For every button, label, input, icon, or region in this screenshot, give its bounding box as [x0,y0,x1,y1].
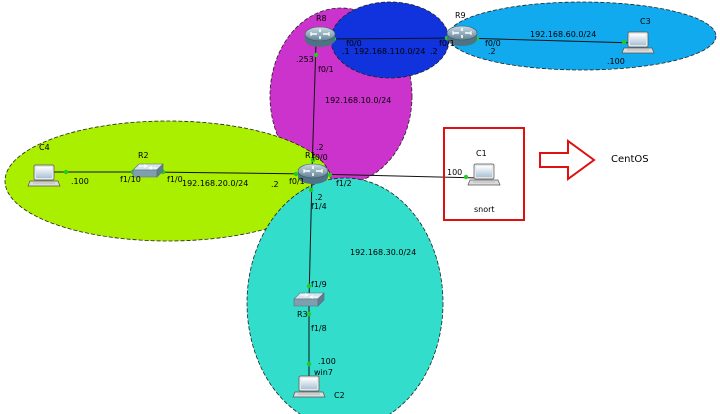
iface-r3-f1-8: f1/8 [311,324,327,333]
network-label-30: 192.168.30.0/24 [350,248,416,257]
iface-r1-f1-4: f1/4 [311,202,327,211]
iface-c2-100: .100 [318,357,336,366]
pc-icon [467,163,501,186]
iface-c3-100: .100 [607,57,625,66]
pc-c1[interactable] [467,163,501,186]
link-r2-r1 [147,171,313,175]
snort-highlight-box [443,127,525,221]
c3-name: C3 [640,17,651,26]
iface-c1-100: 100 [447,168,462,177]
link-r1-r3 [308,175,313,301]
iface-r8-f0-1: f0/1 [318,65,334,74]
iface-r8-1: .1 [342,47,350,56]
r8-name: R8 [316,14,327,23]
network-areas [4,1,717,414]
iface-r8-f0-0: f0/0 [346,39,362,48]
router-r8[interactable] [304,26,336,48]
iface-r9-f0-0: f0/0 [485,39,501,48]
iface-r1-f0-1: f0/1 [289,177,305,186]
c4-name: C4 [39,143,50,152]
links [50,37,637,380]
link-r1-c1 [311,173,481,179]
iface-r1-f1-2: f1/2 [336,179,352,188]
iface-r1-2-bot: .2 [315,193,323,202]
c2-sublabel: win7 [314,368,333,377]
area-192-168-30 [246,177,444,414]
iface-r9-f0-1: f0/1 [439,39,455,48]
callout-label: CentOS [611,154,649,165]
iface-r9-2b: .2 [488,47,496,56]
iface-r1-2-top: .2 [316,143,324,152]
router-icon [304,26,336,48]
iface-r1-f0-0: f0/0 [312,153,328,162]
switch-r3[interactable] [293,292,325,307]
r1-name: R1 [305,151,316,160]
c1-sublabel: snort [474,205,495,214]
network-label-110: 192.168.110.0/24 [354,47,425,56]
interface-labels: .253 f0/1 f0/0 .1 f0/1 .2 f0/0 .2 .100 .… [71,39,625,366]
iface-r9-2a: .2 [430,47,438,56]
r9-name: R9 [455,11,466,20]
iface-r1-2-left: .2 [271,180,279,189]
r3-name: R3 [297,310,308,319]
network-label-10: 192.168.10.0/24 [325,96,391,105]
iface-r3-f1-9: f1/9 [311,280,327,289]
link-r9-c3 [460,37,637,44]
c1-name: C1 [476,149,487,158]
network-label-60: 192.168.60.0/24 [530,30,596,39]
switch-icon [293,292,325,307]
iface-r2-f1-10: f1/10 [120,175,141,184]
iface-c4-100: .100 [71,177,89,186]
link-r8-r1 [311,41,317,173]
link-r8-r9 [320,37,462,40]
iface-r2-f1-0: f1/0 [167,175,183,184]
r2-name: R2 [138,151,149,160]
iface-r8-253: .253 [296,55,314,64]
network-labels: 192.168.110.0/24 192.168.60.0/24 192.168… [182,30,596,257]
c2-name: C2 [334,391,345,400]
callout-arrow-icon [539,139,596,181]
network-label-20: 192.168.20.0/24 [182,179,248,188]
